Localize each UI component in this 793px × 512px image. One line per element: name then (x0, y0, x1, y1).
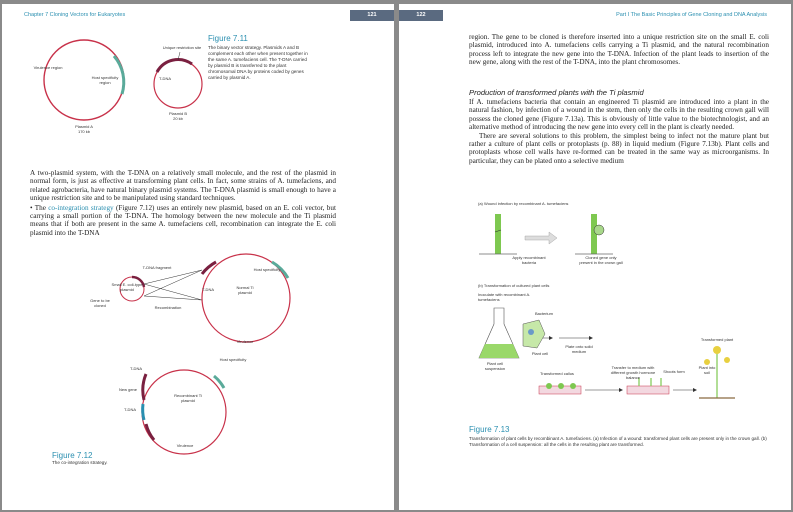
tdna-fragment-label: T-DNA fragment (142, 265, 172, 270)
right-body-text-1: region. The gene to be cloned is therefo… (469, 33, 769, 67)
bacterium-label: Bacterium (534, 311, 553, 316)
plate-onto-label: Plate onto solid medium (565, 344, 593, 354)
small-ecoli-plasmid-label: Small E. coli-type plasmid (111, 282, 143, 292)
apply-bacteria-label: Apply recombinant bacteria (512, 255, 546, 265)
right-paragraph-1: region. The gene to be cloned is therefo… (469, 33, 769, 67)
tdna-recombinant-label-2: T-DNA (124, 407, 136, 412)
figure-7-11-diagram (43, 39, 203, 121)
plasmid-a-label: Plasmid A (75, 124, 93, 129)
transformed-callus-label: Transformed callus (540, 371, 574, 376)
host-specificity-label: Host specificity (253, 267, 281, 272)
co-integration-link[interactable]: co-integration strategy (48, 203, 114, 212)
right-running-header: Part I The Basic Principles of Gene Clon… (616, 12, 767, 18)
left-body-text: A two-plasmid system, with the T-DNA on … (30, 169, 336, 237)
figure-7-13-caption: Transformation of plant cells by recombi… (469, 436, 767, 447)
left-running-header: Chapter 7 Cloning Vectors for Eukaryotes (24, 12, 126, 18)
normal-ti-plasmid-label: Normal Ti plasmid (236, 285, 254, 295)
bullet-post: (Figure 7.12) uses an entirely new plasm… (30, 203, 336, 237)
left-paragraph-1: A two-plasmid system, with the T-DNA on … (30, 169, 336, 203)
transfer-label: Transfer to medium with different growth… (610, 365, 656, 380)
new-gene-label: New gene (118, 387, 137, 392)
recombinant-ti-plasmid-label: Recombinant Ti plasmid (174, 393, 202, 403)
left-bullet-paragraph: • The co-integration strategy (Figure 7.… (30, 203, 336, 237)
plasmid-a-size: 170 kb (77, 129, 90, 134)
fig-713-a-title: (a) Wound infection by recombinant A. tu… (478, 201, 569, 206)
plasmid-b-label: Plasmid B (168, 111, 187, 116)
tdna-label: T-DNA (159, 76, 171, 81)
gene-to-clone-label: Gene to be cloned (90, 298, 110, 308)
suspension-label: Plant cell suspension (484, 361, 506, 371)
bullet-pre: The (34, 203, 49, 212)
figure-7-13b-diagram (478, 307, 735, 399)
figure-7-12-diagram (119, 253, 291, 455)
plant-cell-label: Plant cell (531, 351, 549, 356)
right-page: 122 Part I The Basic Principles of Gene … (399, 4, 791, 510)
figure-7-13a-diagram (479, 214, 613, 255)
transformed-plant-label: Transformed plant (700, 337, 734, 342)
figure-7-12-caption: The co-integration strategy. (52, 460, 108, 465)
figure-7-13-title: Figure 7.13 (469, 425, 510, 434)
tdna-ti-label: T-DNA (202, 287, 214, 292)
cloned-gene-label: Cloned gene only present in the crown ga… (579, 255, 623, 265)
section-heading: Production of transformed plants with th… (469, 88, 644, 97)
virulence-label: Virulence (236, 339, 254, 344)
virulence-region-label: Virulence region (33, 65, 63, 70)
recombination-label: Recombination (154, 305, 182, 310)
host-specificity-label-2: Host specificity (219, 357, 247, 362)
figure-7-11-caption: The binary vector strategy. Plasmids A a… (208, 45, 308, 80)
right-paragraph-2: If A. tumefaciens bacteria that contain … (469, 98, 769, 132)
unique-site-label: Unique restriction site (162, 45, 202, 50)
host-specificity-region-label: Host specificity region (91, 75, 119, 85)
plasmid-b-size: 20 kb (173, 116, 183, 121)
shoots-form-label: Shoots form (663, 369, 685, 374)
tdna-recombinant-label-1: T-DNA (130, 366, 142, 371)
left-page: Chapter 7 Cloning Vectors for Eukaryotes… (2, 4, 394, 510)
inoculate-label: Inoculate with recombinant A. tumefacien… (478, 292, 531, 302)
figure-7-11-title: Figure 7.11 (208, 34, 248, 43)
figure-7-12-title: Figure 7.12 (52, 451, 93, 460)
left-page-number: 121 (350, 10, 394, 21)
fig-713-b-title: (b) Transformation of cultured plant cel… (478, 283, 550, 288)
right-paragraph-3: There are several solutions to this prob… (469, 131, 769, 165)
right-body-text-2: If A. tumefaciens bacteria that contain … (469, 98, 769, 165)
plant-into-soil-label: Plant into soil (698, 365, 716, 375)
right-page-number: 122 (399, 10, 443, 21)
virulence-label-2: Virulence (176, 443, 194, 448)
